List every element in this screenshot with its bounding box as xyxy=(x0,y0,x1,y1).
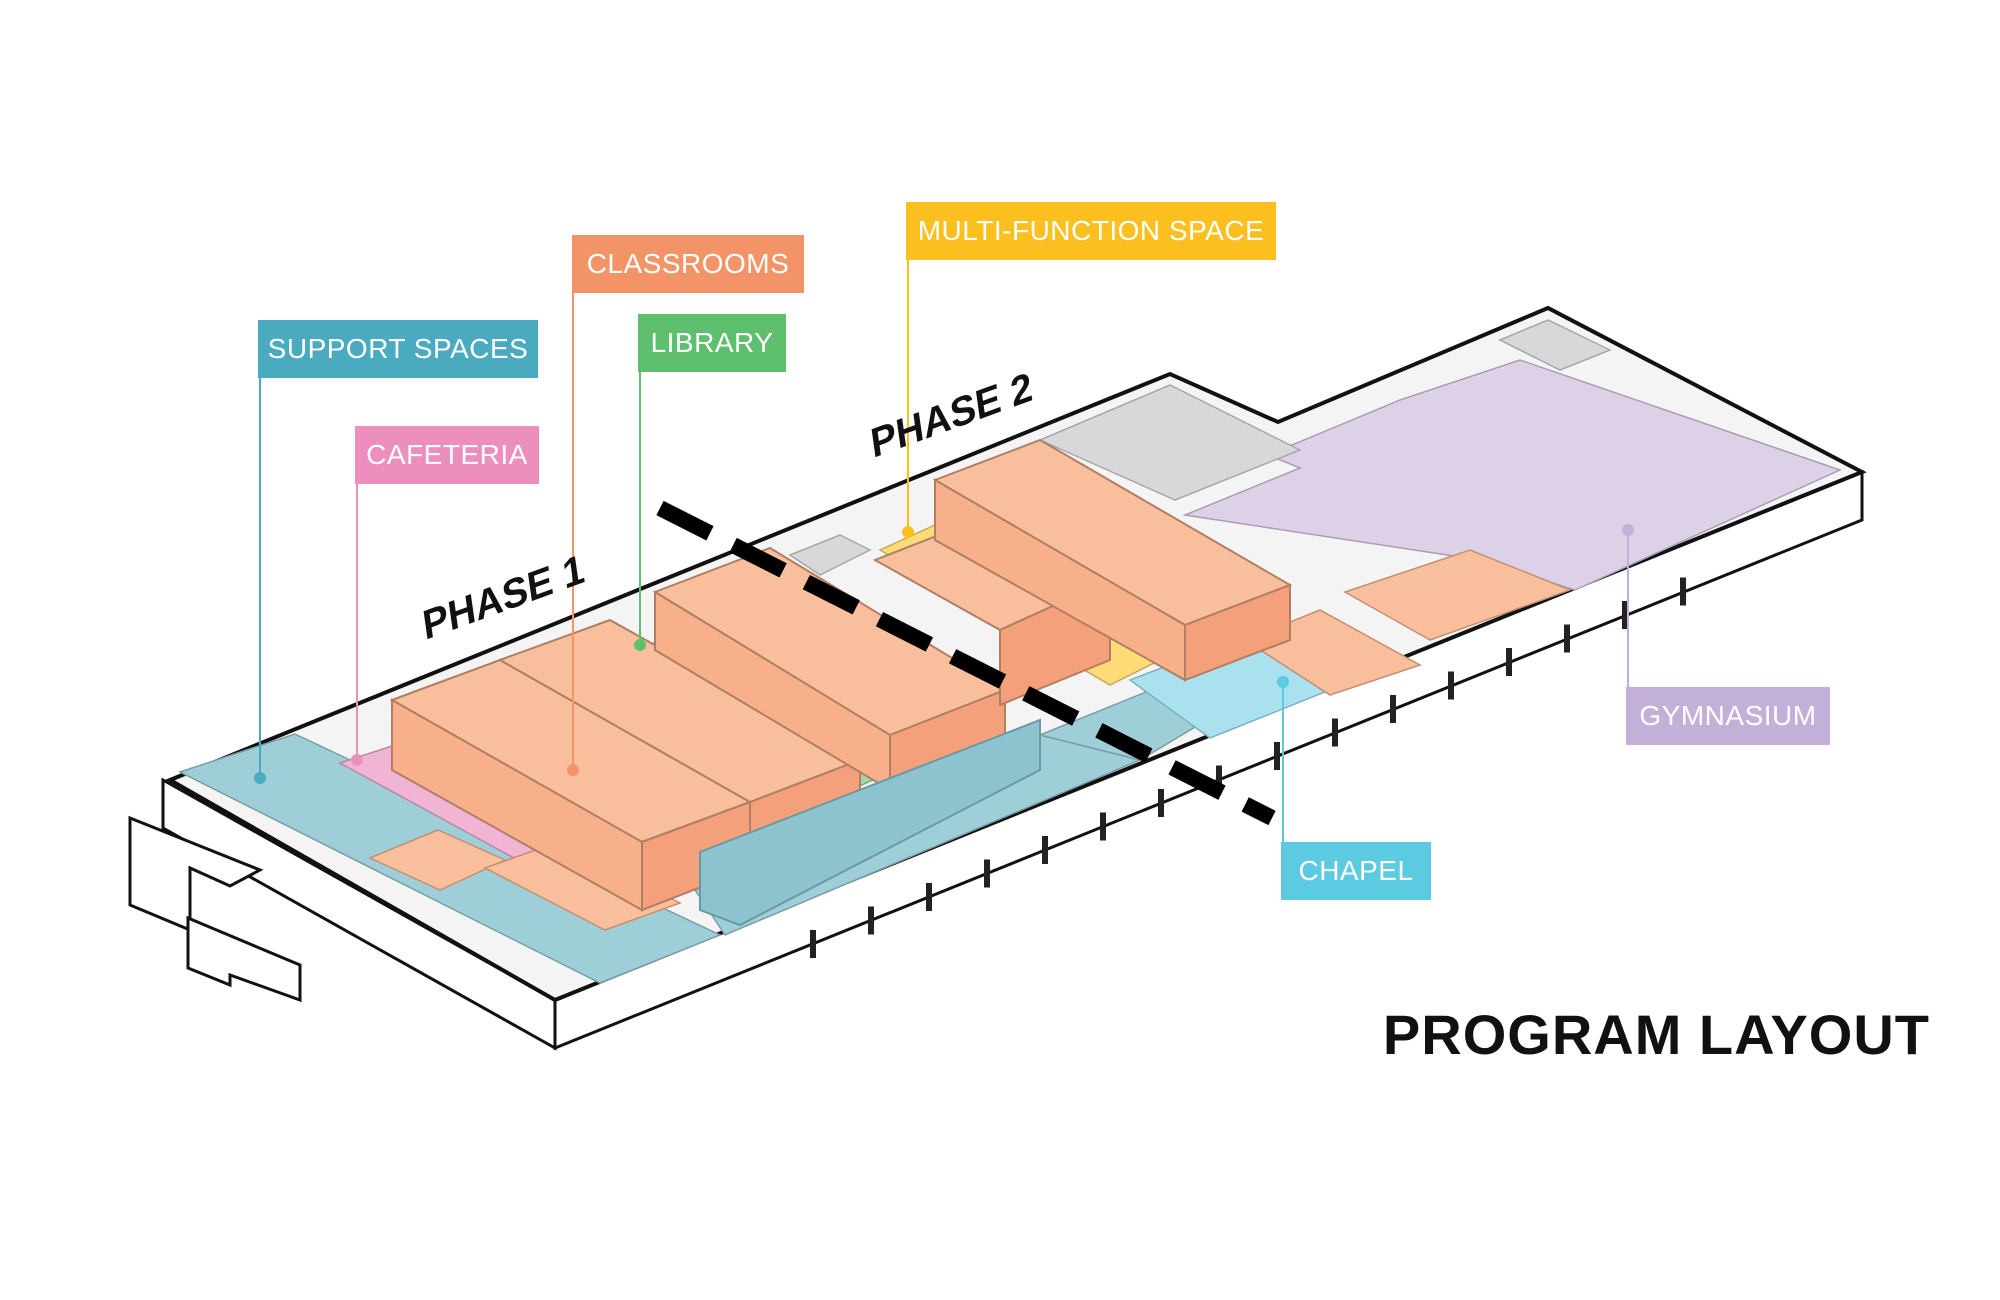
west-annex xyxy=(128,815,264,933)
classroom-block-e-side xyxy=(1184,583,1291,682)
facade-column xyxy=(1622,601,1628,629)
facade-column xyxy=(1158,789,1164,817)
classroom-patch-2 xyxy=(483,842,682,931)
multi-function-dot xyxy=(902,526,914,538)
facade-column xyxy=(1332,718,1338,747)
south-annex xyxy=(186,915,302,1003)
multi-function-space-label: MULTI-FUNCTION SPACE xyxy=(906,202,1276,260)
library-label: LIBRARY xyxy=(638,314,786,372)
facade-column xyxy=(1100,812,1106,841)
cafeteria-label: CAFETERIA xyxy=(355,426,539,484)
facade-column xyxy=(926,883,932,911)
facade-columns xyxy=(810,577,1686,958)
cafeteria-dot xyxy=(351,754,363,766)
classroom-patch-east-2 xyxy=(1343,549,1573,641)
facade-column xyxy=(1506,648,1512,676)
support-dot xyxy=(254,772,266,784)
classroom-patch-1 xyxy=(368,829,507,891)
facade-column xyxy=(984,859,990,888)
facade-column xyxy=(1390,695,1396,723)
facade-column xyxy=(1216,765,1222,794)
classroom-blocks xyxy=(389,438,1293,927)
facade-column xyxy=(868,906,874,935)
facade-column xyxy=(1680,577,1686,606)
facade-column xyxy=(1274,742,1280,770)
chapel-dot xyxy=(1277,676,1289,688)
chapel-label: CHAPEL xyxy=(1281,842,1431,900)
unassigned-zone-1 xyxy=(1038,384,1302,501)
support-block xyxy=(699,718,1041,927)
classrooms-label: CLASSROOMS xyxy=(572,235,804,293)
gymnasium-dot xyxy=(1622,524,1634,536)
facade-column xyxy=(1448,671,1454,700)
support-spaces-label: SUPPORT SPACES xyxy=(258,320,538,378)
phase-divider-line xyxy=(656,500,1276,826)
classrooms-dot xyxy=(567,764,579,776)
unassigned-zone-3 xyxy=(788,534,872,576)
unassigned-zone-2 xyxy=(1498,319,1612,371)
leader-lines xyxy=(254,260,1634,842)
library-dot xyxy=(634,639,646,651)
facade-column xyxy=(810,930,816,958)
gymnasium-label: GYMNASIUM xyxy=(1626,687,1830,745)
facade-column xyxy=(1042,836,1048,864)
diagram-title: PROGRAM LAYOUT xyxy=(1382,1003,1930,1066)
facade-column xyxy=(1564,624,1570,653)
